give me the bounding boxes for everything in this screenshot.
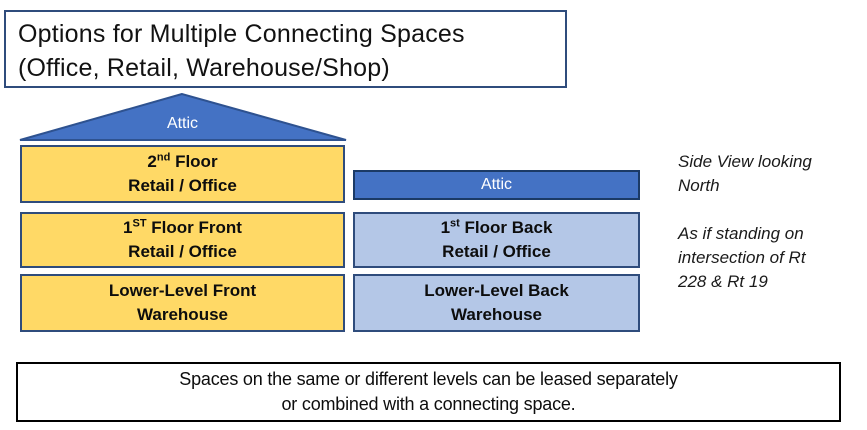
- title-line-2: (Office, Retail, Warehouse/Shop): [18, 54, 390, 82]
- box-1st-floor-front: 1ST Floor Front Retail / Office: [20, 212, 345, 268]
- box-1st-floor-front-line1: 1ST Floor Front: [123, 217, 242, 237]
- attic-roof-label: Attic: [166, 115, 199, 132]
- box-1st-floor-back: 1st Floor Back Retail / Office: [353, 212, 640, 268]
- box-2nd-floor-line1: 2nd Floor: [147, 151, 218, 171]
- attic-roof-triangle: [19, 92, 347, 141]
- box-2nd-floor-line2: Retail / Office: [128, 176, 237, 195]
- attic-back-label: Attic: [480, 176, 513, 193]
- box-lower-level-front: Lower-Level Front Warehouse: [20, 274, 345, 332]
- title-box: Options for Multiple Connecting Spaces (…: [4, 10, 567, 88]
- footer-note-box: Spaces on the same or different levels c…: [16, 362, 841, 422]
- box-1st-floor-back-line1: 1st Floor Back: [440, 217, 553, 237]
- box-lower-level-back-line1: Lower-Level Back: [424, 281, 569, 300]
- footer-line-2: or combined with a connecting space.: [281, 394, 576, 414]
- box-1st-floor-front-line2: Retail / Office: [128, 242, 237, 261]
- box-lower-level-front-line2: Warehouse: [136, 305, 228, 324]
- standing-note-line3: 228 & Rt 19: [678, 272, 768, 291]
- box-lower-level-front-line1: Lower-Level Front: [108, 281, 257, 300]
- box-lower-level-back: Lower-Level Back Warehouse: [353, 274, 640, 332]
- side-view-note-line1: Side View looking: [678, 152, 812, 171]
- footer-line-1: Spaces on the same or different levels c…: [179, 369, 678, 389]
- standing-note-line1: As if standing on: [678, 224, 804, 243]
- box-2nd-floor: 2nd Floor Retail / Office: [20, 145, 345, 203]
- box-attic-back: Attic: [353, 170, 640, 200]
- box-1st-floor-back-line2: Retail / Office: [442, 242, 551, 261]
- box-lower-level-back-line2: Warehouse: [450, 305, 542, 324]
- title-line-1: Options for Multiple Connecting Spaces: [18, 20, 465, 48]
- standing-note-line2: intersection of Rt: [678, 248, 806, 267]
- side-view-note-line2: North: [678, 176, 720, 195]
- side-view-note: Side View looking North: [678, 150, 867, 198]
- standing-note: As if standing on intersection of Rt 228…: [678, 222, 867, 294]
